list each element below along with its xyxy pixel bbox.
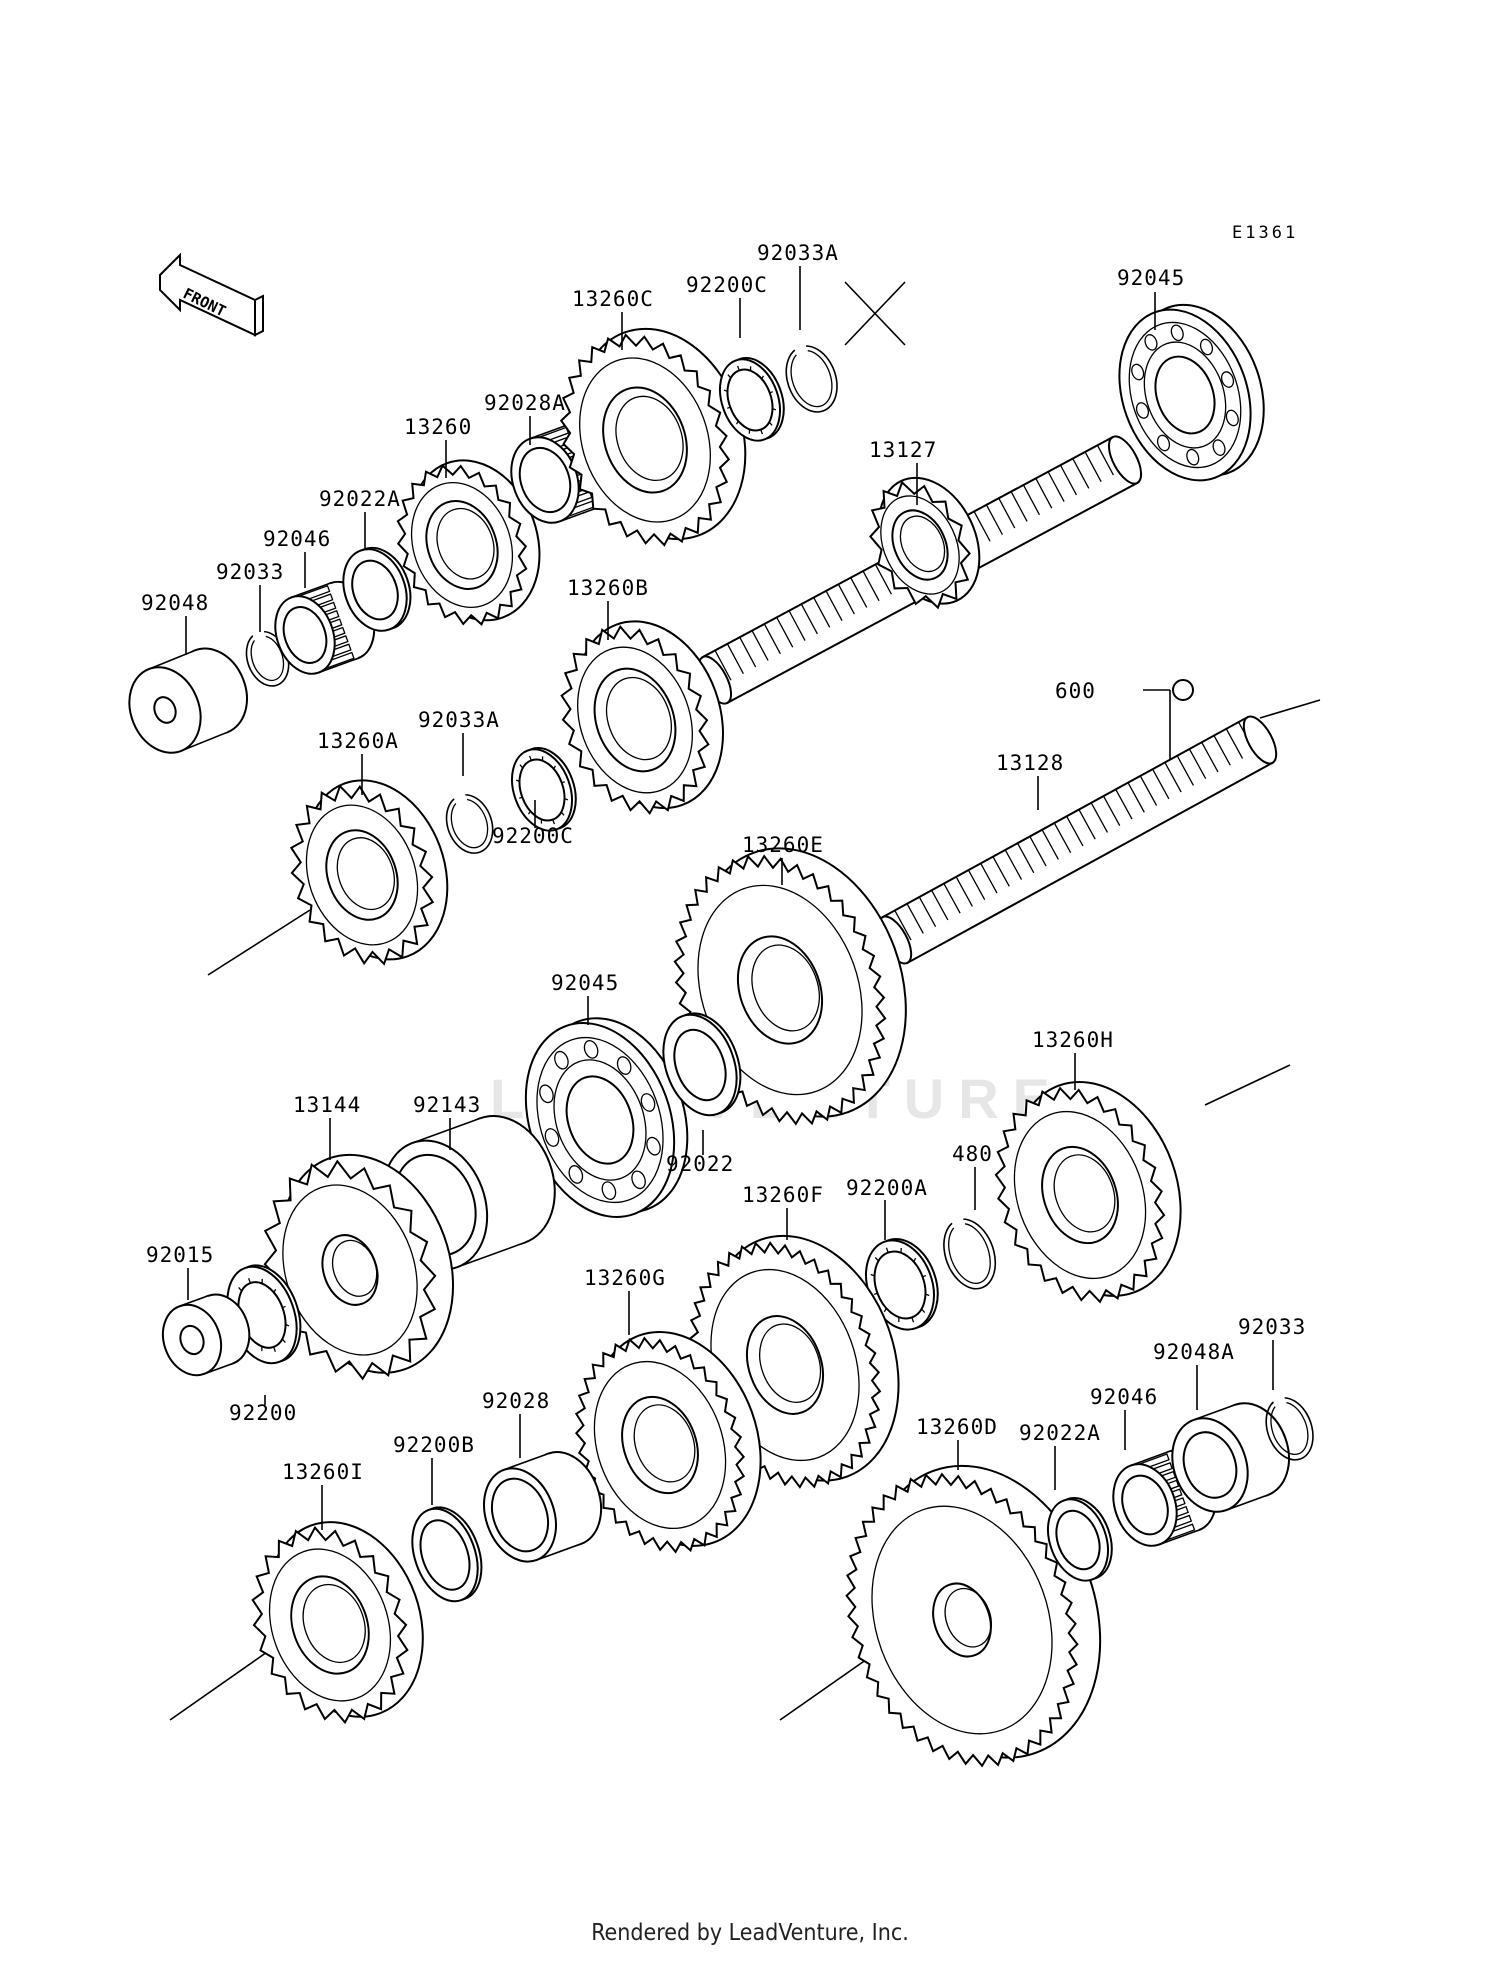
- label-13260E: 13260E: [742, 833, 824, 857]
- label-13260F: 13260F: [742, 1183, 824, 1207]
- leader-line: [169, 1649, 271, 1721]
- label-13260H: 13260H: [1032, 1028, 1114, 1052]
- parts-layer: [128, 266, 1321, 1768]
- label-92046-top: 92046: [263, 527, 331, 551]
- label-13127: 13127: [869, 438, 937, 462]
- gear-13260I: [251, 1521, 424, 1725]
- snap-ring-92033A-top: [785, 345, 838, 413]
- label-92200C-top: 92200C: [686, 273, 768, 297]
- gear-13260G: [574, 1331, 762, 1554]
- label-92033-bot: 92033: [1238, 1315, 1306, 1339]
- label-92200C-mid: 92200C: [492, 824, 574, 848]
- label-13260: 13260: [404, 415, 472, 439]
- snap-ring-480: [943, 1218, 997, 1290]
- gear-13127-integral: [869, 476, 981, 610]
- label-92015: 92015: [146, 1243, 214, 1267]
- label-13260A: 13260A: [317, 729, 399, 753]
- washer-92022A-bot: [1047, 1497, 1113, 1582]
- washer-92200A: [865, 1238, 939, 1331]
- label-92045-mid: 92045: [551, 971, 619, 995]
- oil-dot-icon: [1172, 679, 1194, 701]
- leader-line: [1259, 699, 1321, 719]
- label-92200: 92200: [229, 1401, 297, 1425]
- bearing-92045-top: [1118, 303, 1265, 482]
- label-13128: 13128: [996, 751, 1064, 775]
- leader-line: [207, 909, 311, 976]
- footer-credit: Rendered by LeadVenture, Inc.: [591, 1920, 909, 1946]
- leader-line: [844, 281, 906, 346]
- bearing-92045-mid: [524, 1017, 689, 1218]
- washer-92200C-mid: [511, 747, 577, 832]
- nut-92015: [161, 1293, 251, 1377]
- label-92200B: 92200B: [393, 1433, 475, 1457]
- labels-layer: 92033A 13260C 92200C 92045 92028A 13260 …: [141, 241, 1306, 1484]
- gear-13260B: [560, 620, 724, 816]
- label-92048A: 92048A: [1153, 1340, 1235, 1364]
- shaft-13128: [877, 715, 1278, 965]
- leader-line: [779, 1649, 881, 1721]
- label-600: 600: [1055, 679, 1096, 703]
- label-92033A-top: 92033A: [757, 241, 839, 265]
- washer-92200B: [411, 1506, 483, 1603]
- leader-line: [1204, 1064, 1291, 1106]
- collar-92048A: [1171, 1402, 1290, 1513]
- label-92022A-bot: 92022A: [1019, 1421, 1101, 1445]
- label-92028A: 92028A: [484, 391, 566, 415]
- label-92028: 92028: [482, 1389, 550, 1413]
- washer-92200C-top: [719, 357, 785, 442]
- label-92200A: 92200A: [846, 1176, 928, 1200]
- label-92046-bot: 92046: [1090, 1385, 1158, 1409]
- label-13260D: 13260D: [916, 1415, 998, 1439]
- label-92143: 92143: [413, 1093, 481, 1117]
- label-480: 480: [952, 1142, 993, 1166]
- snap-ring-92033-bot: [1265, 1397, 1314, 1461]
- washer-92022: [662, 1012, 742, 1117]
- label-13260B: 13260B: [567, 576, 649, 600]
- label-13260G: 13260G: [584, 1266, 666, 1290]
- label-92033-top: 92033: [216, 560, 284, 584]
- label-92048: 92048: [141, 591, 209, 615]
- label-92022: 92022: [666, 1152, 734, 1176]
- gear-13260A: [289, 779, 449, 966]
- gear-13260D: [845, 1464, 1102, 1768]
- bushing-92028: [483, 1451, 603, 1563]
- collar-92048: [128, 647, 248, 754]
- label-13144: 13144: [293, 1093, 361, 1117]
- label-13260C: 13260C: [572, 287, 654, 311]
- gear-13260C: [559, 327, 747, 547]
- label-13260I: 13260I: [282, 1460, 364, 1484]
- washer-92022A-top: [342, 546, 412, 632]
- snap-ring-92033A-mid: [445, 793, 494, 854]
- label-92022A-top: 92022A: [319, 487, 401, 511]
- front-arrow-icon: FRONT: [159, 252, 264, 337]
- diagram-code: E1361: [1232, 223, 1298, 243]
- label-92045-top: 92045: [1117, 266, 1185, 290]
- label-92033A-mid: 92033A: [418, 708, 500, 732]
- gear-13260H: [994, 1081, 1182, 1304]
